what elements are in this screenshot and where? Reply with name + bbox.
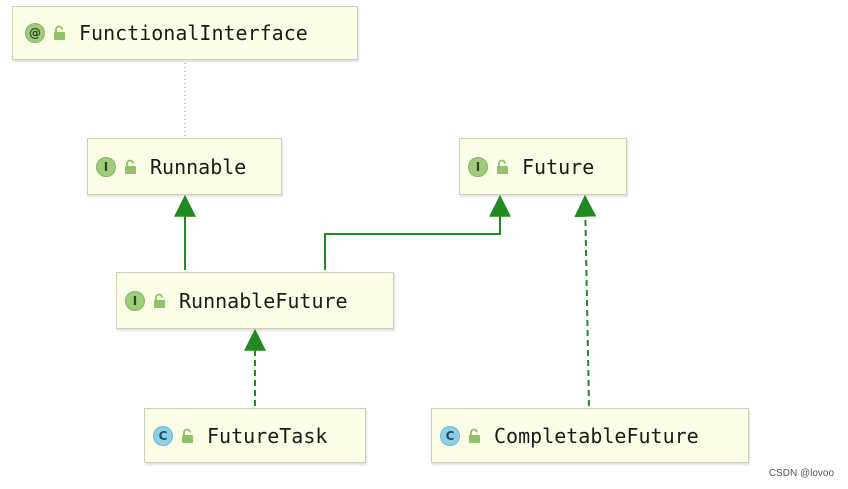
interface-icon: I	[96, 156, 116, 177]
open-lock-icon	[469, 428, 480, 443]
node-runnable[interactable]: I Runnable	[87, 138, 282, 195]
annotation-icon: @	[25, 23, 45, 43]
node-label: CompletableFuture	[494, 423, 699, 448]
open-lock-icon	[182, 428, 193, 443]
open-lock-icon	[125, 159, 136, 174]
open-lock-icon	[497, 159, 508, 174]
open-lock-icon	[154, 293, 165, 308]
node-label: FunctionalInterface	[79, 21, 308, 45]
interface-icon: I	[125, 290, 145, 311]
node-future[interactable]: I Future	[459, 138, 627, 195]
class-icon: C	[440, 425, 460, 446]
node-label: Future	[522, 154, 595, 179]
edge-runnablefuture-future	[324, 194, 511, 270]
interface-icon: I	[468, 156, 488, 177]
node-label: FutureTask	[207, 423, 328, 448]
node-future-task[interactable]: C FutureTask	[144, 408, 366, 463]
node-runnable-future[interactable]: I RunnableFuture	[116, 272, 394, 329]
open-lock-icon	[54, 25, 65, 40]
watermark: CSDN @lovoo	[768, 468, 834, 479]
node-label: Runnable	[150, 154, 247, 179]
node-completable-future[interactable]: C CompletableFuture	[431, 408, 749, 463]
node-label: RunnableFuture	[179, 288, 348, 313]
class-icon: C	[153, 425, 173, 446]
edge-completablefuture-future	[574, 194, 597, 407]
node-functional-interface[interactable]: @ FunctionalInterface	[12, 6, 358, 60]
